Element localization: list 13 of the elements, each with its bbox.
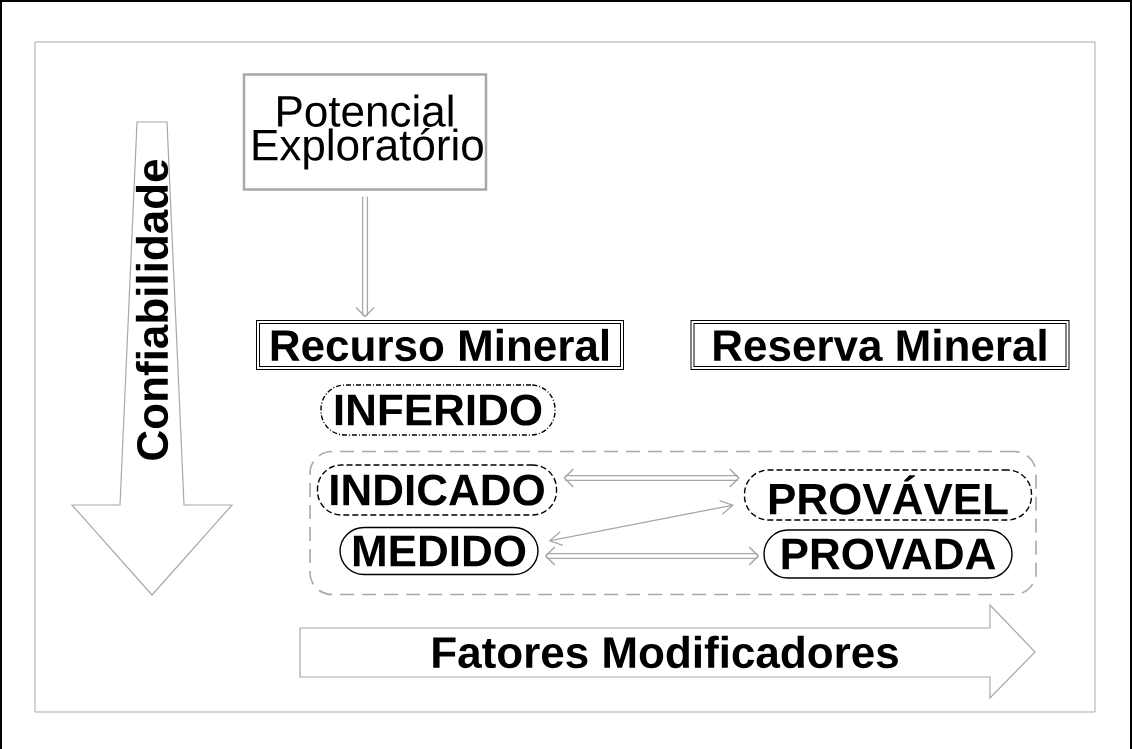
title-box: Reserva Mineral bbox=[690, 320, 1070, 370]
title-box: Recurso Mineral bbox=[256, 320, 624, 370]
arrow bbox=[563, 468, 740, 488]
rounded-box: PROVÁVEL bbox=[743, 469, 1033, 521]
rounded-box: INFERIDO bbox=[320, 384, 556, 436]
rounded-box: PROVADA bbox=[763, 529, 1013, 579]
arrow bbox=[548, 499, 734, 547]
rounded-box: MEDIDO bbox=[339, 526, 539, 576]
group-box bbox=[309, 450, 1037, 596]
rounded-box: INDICADO bbox=[316, 464, 558, 516]
text-box: Potencial Exploratório bbox=[242, 73, 488, 191]
arrow bbox=[355, 196, 375, 318]
arrow bbox=[544, 546, 760, 566]
